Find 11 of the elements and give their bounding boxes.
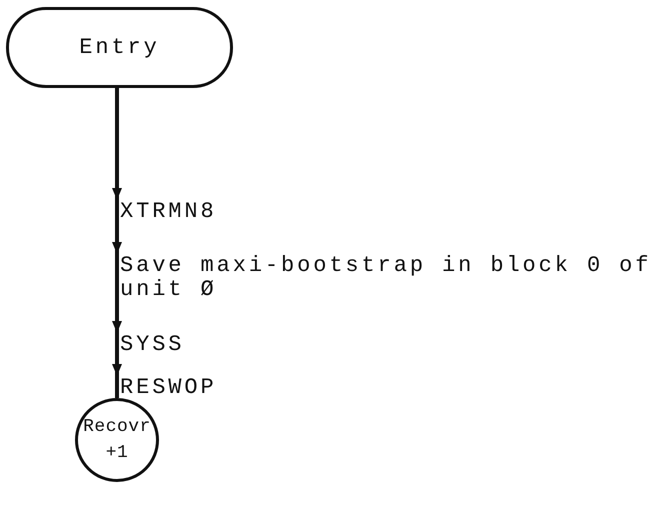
arrow <box>112 333 122 376</box>
step-label: RESWOP <box>120 376 320 400</box>
flow-line <box>115 376 119 398</box>
step-label: XTRMN8 <box>120 200 320 224</box>
arrow <box>112 254 122 333</box>
arrow <box>112 88 122 200</box>
step-label: SYSS <box>120 333 320 357</box>
arrow <box>112 200 122 254</box>
node-text: Entry <box>79 34 160 60</box>
node-text: Recovr +1 <box>82 416 152 465</box>
step-label: Save maxi-bootstrap in block 0 of unit Ø <box>120 254 660 302</box>
